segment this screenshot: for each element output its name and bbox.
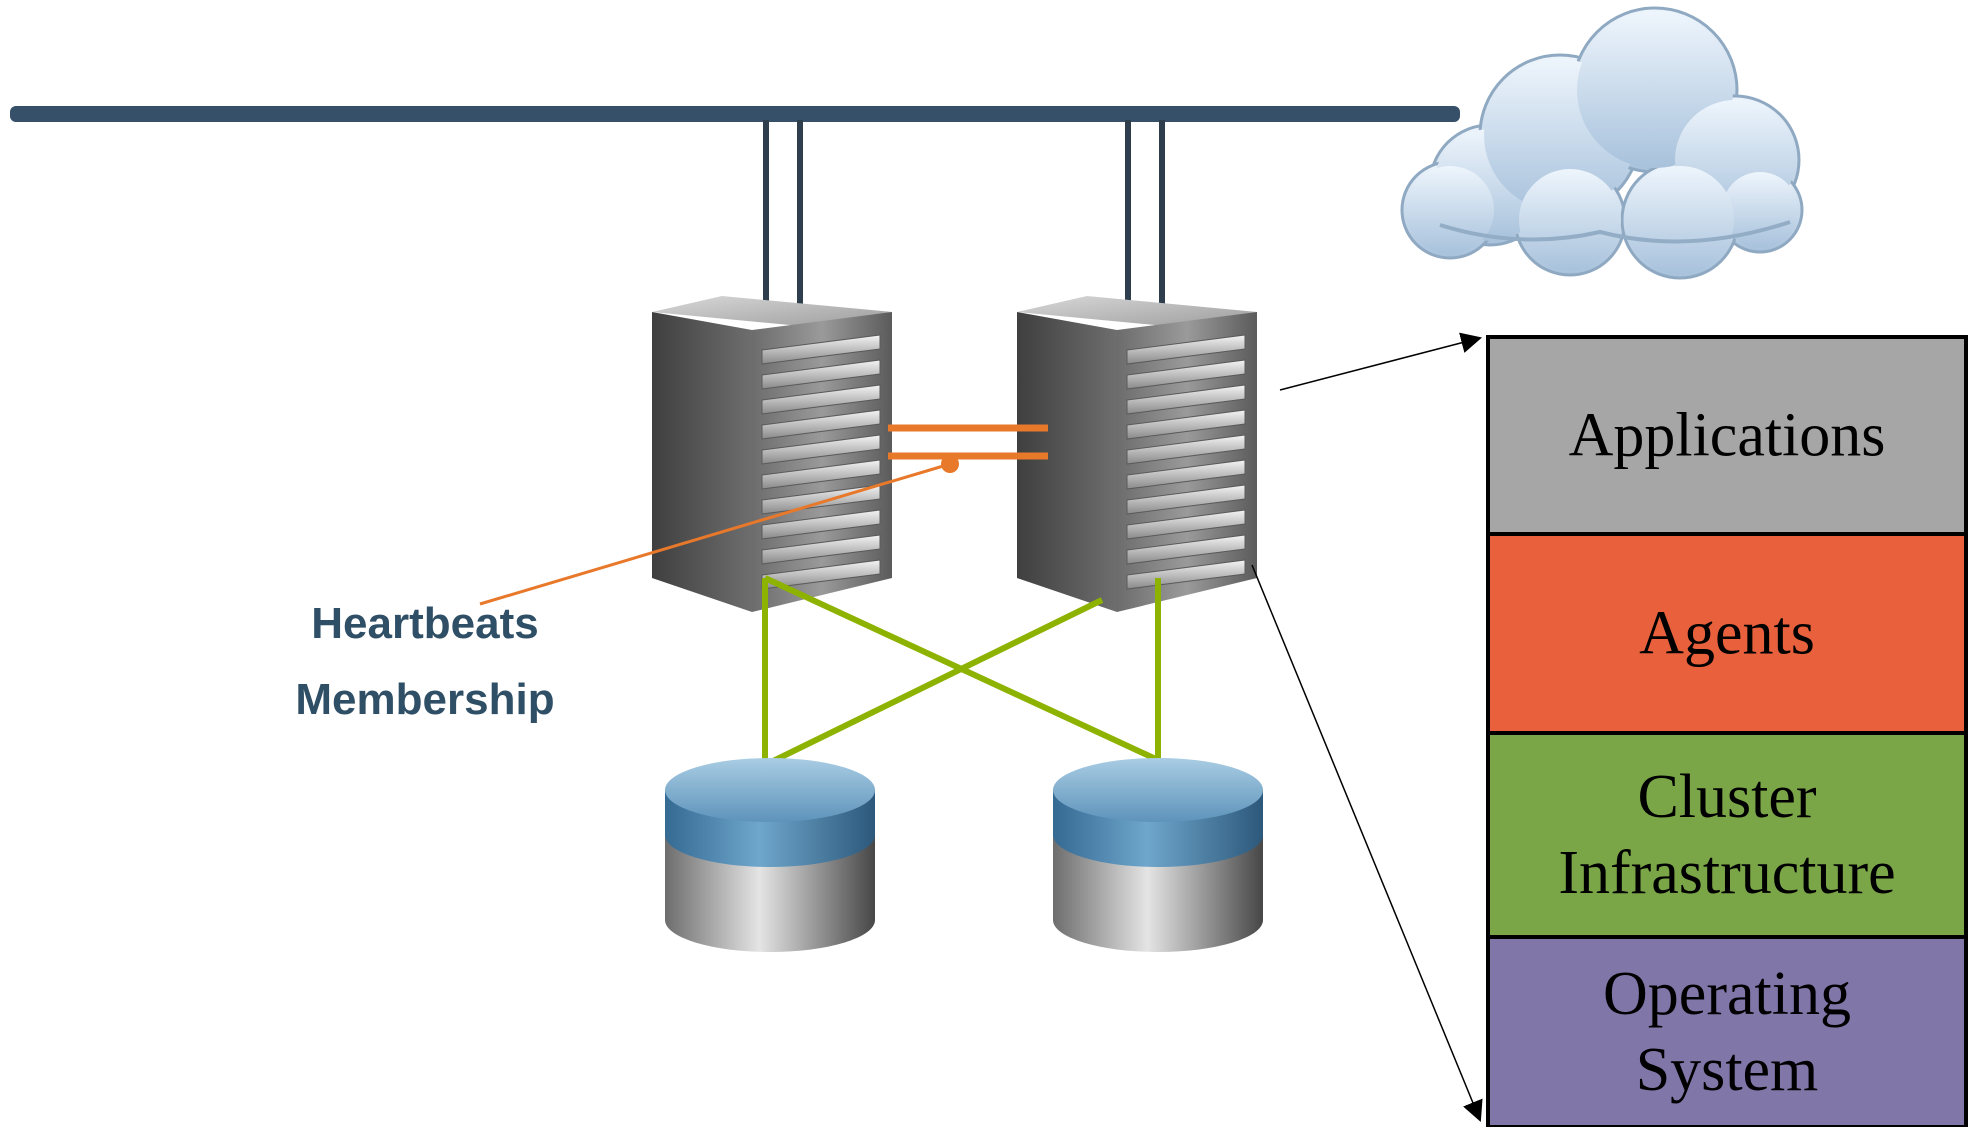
cloud-icon [1400,6,1804,280]
stack-layer-label: Applications [1569,402,1886,470]
stack-layer-operating-system [1486,935,1968,1127]
stack-pointer-top [1279,332,1483,391]
heartbeat-marker [941,455,959,473]
network-bus [10,106,1460,122]
stack-layer-label: Infrastructure [1558,839,1895,907]
stack-layer-label: System [1636,1036,1819,1104]
software-stack: ApplicationsAgentsClusterInfrastructureO… [1486,335,1968,1127]
stack-layer-cluster-infrastructure [1486,731,1968,939]
heartbeats-label: Heartbeats [311,599,538,648]
membership-label: Membership [295,675,554,724]
storage-links [762,575,1161,768]
stack-layer-label: Cluster [1637,763,1816,831]
heartbeat-links [888,424,1048,460]
stack-layer-agents [1486,532,1968,735]
server-icon [1017,296,1257,612]
stack-pointer-bottom [1251,564,1483,1122]
heartbeat-leader-line [479,462,951,606]
server-icon [652,296,892,612]
stack-layer-label: Operating [1603,960,1851,1028]
stack-layer-label: Agents [1639,600,1815,668]
network-uplinks [763,120,1165,305]
storage-disk-icon [1053,758,1263,952]
storage-disk-icon [665,758,875,952]
